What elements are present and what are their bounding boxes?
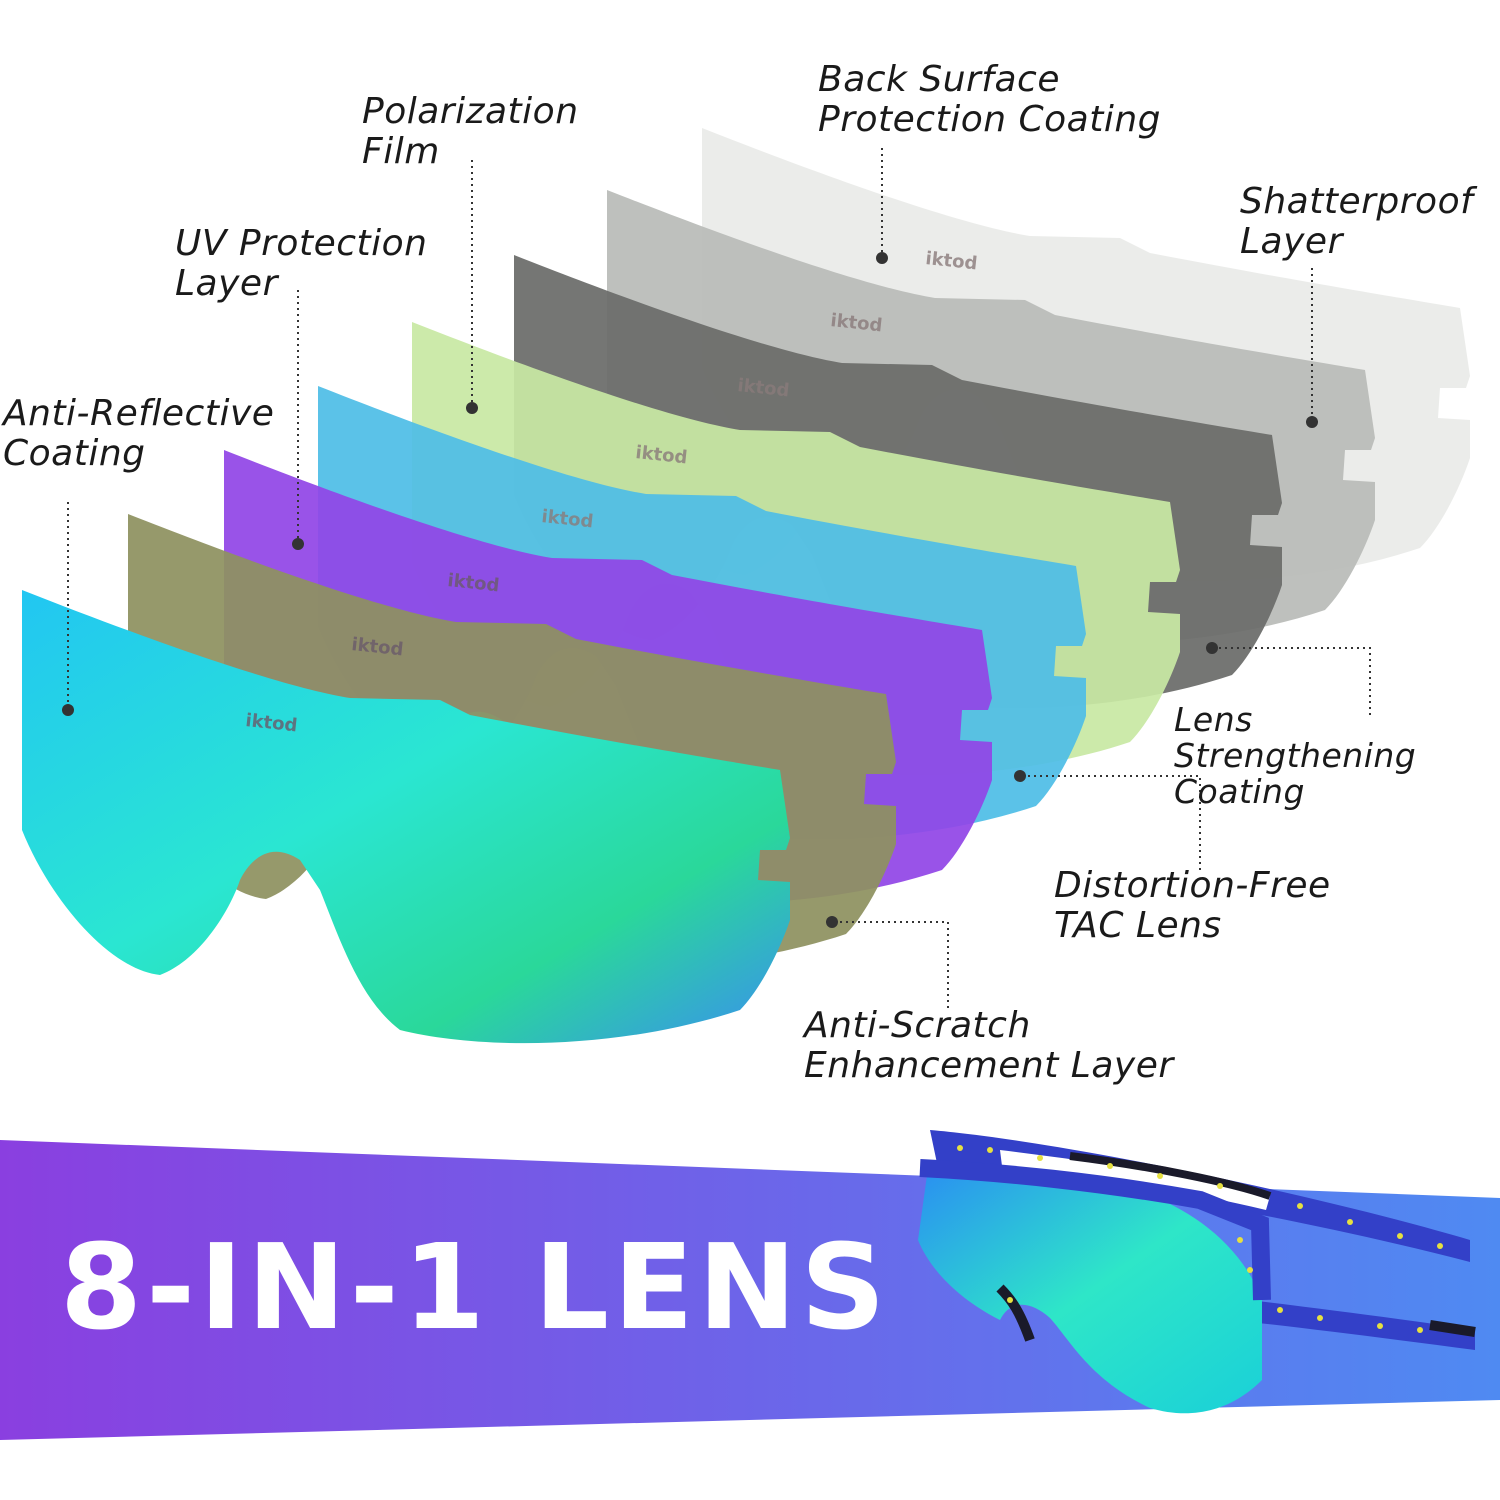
leader-dot-strengthening xyxy=(1206,642,1218,654)
headline-text: 8-IN-1 LENS xyxy=(60,1218,890,1356)
frame-speckles xyxy=(957,1145,1443,1333)
frame-speckle xyxy=(1237,1237,1243,1243)
label-shatterproof: Shatterproof Layer xyxy=(1240,181,1474,262)
frame-speckle xyxy=(1297,1203,1303,1209)
frame-speckle xyxy=(1107,1163,1113,1169)
frame-speckle xyxy=(1377,1323,1383,1329)
leader-line-strengthening xyxy=(1212,647,1371,715)
frame-speckle xyxy=(1347,1219,1353,1225)
leader-line-tac xyxy=(1020,775,1201,870)
frame-speckle xyxy=(1217,1183,1223,1189)
label-strengthening: Lens Strengthening Coating xyxy=(1174,700,1417,811)
leader-dot-uv xyxy=(292,538,304,550)
frame-speckle xyxy=(1437,1243,1443,1249)
frame-speckle xyxy=(1007,1297,1013,1303)
frame-speckle xyxy=(1037,1155,1043,1161)
frame-speckle xyxy=(1277,1307,1283,1313)
leader-dot-polarization xyxy=(466,402,478,414)
label-tac: Distortion-Free TAC Lens xyxy=(1054,865,1331,946)
lens-layer-anti-reflective xyxy=(22,590,790,1044)
leader-dot-tac xyxy=(1014,770,1026,782)
frame-speckle xyxy=(987,1147,993,1153)
frame-speckle xyxy=(1157,1173,1163,1179)
leader-dot-shatterproof xyxy=(1306,416,1318,428)
frame-speckle xyxy=(1317,1315,1323,1321)
frame-speckle xyxy=(1417,1327,1423,1333)
sunglasses-icon xyxy=(918,1130,1476,1414)
leader-dot-scratch xyxy=(826,916,838,928)
frame-speckle xyxy=(1397,1233,1403,1239)
label-polarization: Polarization Film xyxy=(362,91,579,172)
label-uv: UV Protection Layer xyxy=(175,223,428,304)
leader-dot-back-surface xyxy=(876,252,888,264)
leader-line-scratch xyxy=(832,921,949,1008)
label-scratch: Anti-Scratch Enhancement Layer xyxy=(804,1005,1174,1086)
frame-speckle xyxy=(957,1145,963,1151)
leader-dot-anti-reflective xyxy=(62,704,74,716)
label-anti-reflective: Anti-Reflective Coating xyxy=(3,393,275,474)
label-back-surface: Back Surface Protection Coating xyxy=(818,59,1162,140)
leader-lines xyxy=(62,148,1371,1008)
frame-speckle xyxy=(1247,1267,1253,1273)
